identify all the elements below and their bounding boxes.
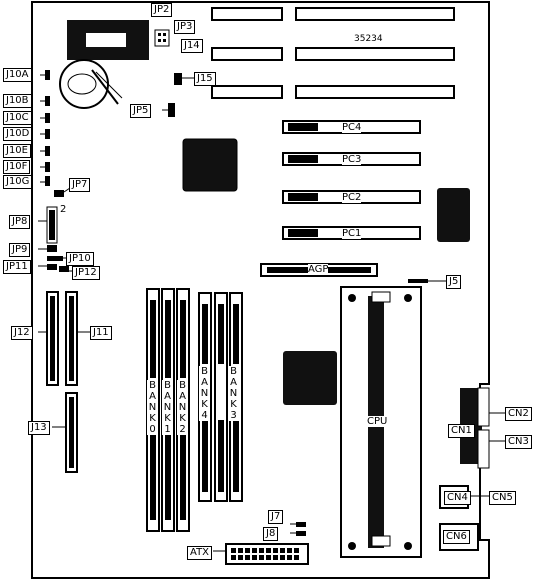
jp5-block: [168, 103, 175, 117]
bank0-label: BANK0: [147, 380, 158, 435]
cn2-label: CN2: [505, 407, 532, 421]
j10d-label: J10D: [3, 127, 33, 141]
j8-header: [296, 531, 306, 536]
board-outline: [31, 1, 490, 579]
board-id: 35234: [354, 34, 383, 44]
bios-label: BIOS: [90, 34, 123, 45]
agp-label: AGP: [308, 264, 329, 275]
cpu-label: CPU: [367, 416, 388, 427]
jp10-label: JP10: [66, 252, 94, 266]
jp12-header: [59, 266, 69, 272]
j10c-label: J10C: [3, 111, 32, 125]
j10b-label: J10B: [3, 94, 32, 108]
j15-block: [174, 73, 182, 85]
jp7-label: JP7: [69, 178, 91, 192]
cn4-label: CN4: [444, 491, 471, 505]
chipset-io: [283, 351, 337, 405]
jp5-label: JP5: [130, 104, 152, 118]
jp8-label: JP8: [9, 215, 31, 229]
j5-label: J5: [446, 275, 462, 289]
bank2-label: BANK2: [177, 380, 188, 435]
jp3-label: JP3: [174, 20, 196, 34]
cn5-label: CN5: [489, 491, 516, 505]
pc3-label: PC3: [342, 154, 362, 165]
bank4-label: BANK4: [199, 366, 210, 421]
jp10-header: [47, 256, 63, 261]
jp7-header: [54, 190, 64, 197]
atx-connector: [225, 543, 309, 565]
pci-slots: [282, 120, 421, 240]
jp2-label: JP2: [151, 3, 173, 17]
j7-label: J7: [268, 510, 284, 524]
cn2-connector: [477, 387, 490, 427]
pc2-label: PC2: [342, 192, 362, 203]
j10f-label: J10F: [3, 160, 31, 174]
leader-lines: [38, 74, 505, 552]
j10a-label: J10A: [3, 68, 32, 82]
pc4-label: PC4: [342, 122, 362, 133]
cn6-label: CN6: [443, 530, 470, 544]
bank1-label: BANK1: [162, 380, 173, 435]
cn1-label: CN1: [448, 424, 475, 438]
cn3-connector: [477, 429, 490, 469]
atx-label: ATX: [187, 546, 213, 560]
j13-label: J13: [28, 421, 50, 435]
j8-label: J8: [263, 527, 279, 541]
chipset-south: [437, 188, 470, 242]
cn3-label: CN3: [505, 435, 532, 449]
bank3-label: BANK3: [228, 366, 239, 421]
j15-label: J15: [194, 72, 216, 86]
jp2-block: [154, 29, 170, 47]
jp11-header: [47, 264, 57, 270]
j10g-label: J10G: [3, 175, 33, 189]
jp12-label: JP12: [72, 266, 100, 280]
pin-2-label: 2: [60, 204, 67, 215]
chipset-north: [182, 138, 238, 192]
battery: [59, 59, 109, 109]
j10e-label: J10E: [3, 144, 31, 158]
j5-header: [408, 279, 428, 283]
j14-label: J14: [181, 39, 203, 53]
j10-headers: [45, 70, 50, 186]
isa-slots: [211, 7, 455, 99]
j11-label: J11: [90, 326, 112, 340]
jp11-label: JP11: [3, 260, 31, 274]
j12-label: J12: [11, 326, 33, 340]
pc1-label: PC1: [342, 228, 362, 239]
j7-header: [296, 522, 306, 527]
jp9-header: [47, 245, 57, 252]
jp9-label: JP9: [9, 243, 31, 257]
